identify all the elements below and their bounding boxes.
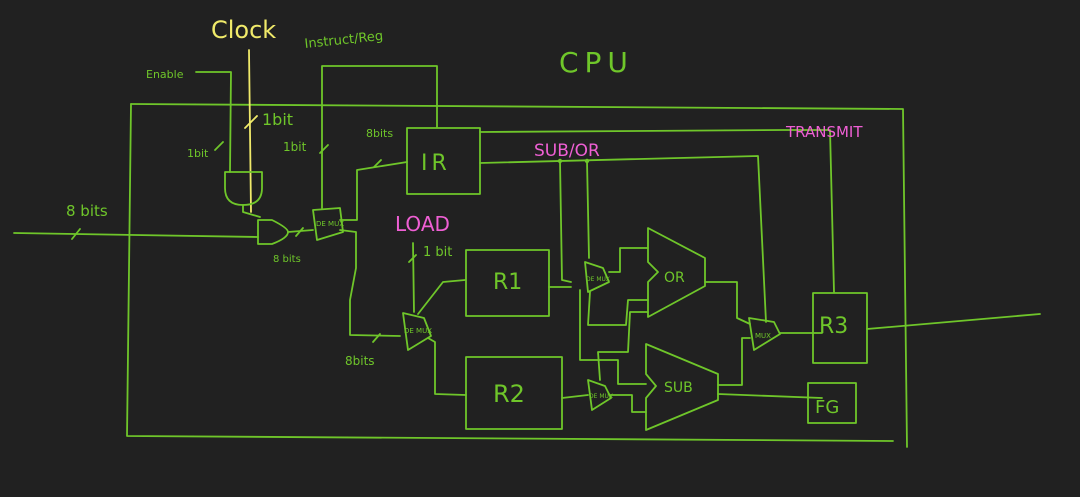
block-r2-label: R2: [493, 380, 525, 408]
label-demux-in-width: 1bit: [283, 140, 307, 154]
label-enable-width: 1bit: [187, 147, 209, 160]
block-fg-label: FG: [815, 397, 839, 418]
and-gate-clock: [224, 171, 263, 218]
demux-r1-label: DE MUX: [586, 276, 610, 283]
label-ir-out-width: 8bits: [366, 127, 393, 140]
block-r3: [812, 292, 1041, 364]
alu-sub: [645, 337, 823, 431]
clock-line: [244, 49, 258, 213]
mux-r3-label: MUX: [755, 332, 771, 340]
demux-mid-label: DE MUX: [404, 327, 432, 335]
block-ir-label: IR: [421, 151, 451, 176]
label-load-width: 1 bit: [423, 245, 452, 260]
cpu-boundary: [126, 103, 908, 448]
label-clock: Clock: [211, 16, 276, 44]
label-input-width: 8 bits: [66, 202, 108, 220]
label-clock-width: 1bit: [262, 110, 293, 129]
label-mux-in-width: 8bits: [345, 354, 375, 368]
alu-or-label: OR: [664, 270, 685, 286]
block-r2: [465, 356, 589, 430]
and-gate-input: [257, 219, 314, 245]
label-sub-or: SUB/OR: [534, 141, 600, 161]
label-instruct-reg: Instruct/Reg: [304, 29, 384, 52]
demux-r2: [579, 289, 649, 413]
demux-top-label: DE MUX: [316, 220, 344, 228]
label-enable: Enable: [146, 68, 184, 81]
demux-r2-label: DE MUX: [589, 393, 613, 400]
label-load: LOAD: [395, 212, 450, 236]
block-fg: [807, 382, 857, 424]
alu-sub-label: SUB: [664, 380, 693, 396]
block-r1: [465, 249, 572, 317]
enable-line: [195, 71, 232, 173]
block-r1-label: R1: [493, 270, 522, 295]
demux-mid: [402, 242, 467, 396]
alu-or: [647, 227, 751, 325]
label-transmit: TRANSMIT: [785, 123, 863, 141]
demux-r1: [584, 247, 649, 326]
mux-r3: [748, 317, 823, 351]
demux-top: [312, 65, 438, 343]
label-and-out-width: 8 bits: [273, 254, 301, 265]
input-bus: [13, 228, 259, 240]
title-cpu: CPU: [559, 46, 634, 79]
block-r3-label: R3: [819, 314, 848, 339]
sub-or-taps: [557, 158, 590, 283]
block-ir: [406, 127, 835, 323]
